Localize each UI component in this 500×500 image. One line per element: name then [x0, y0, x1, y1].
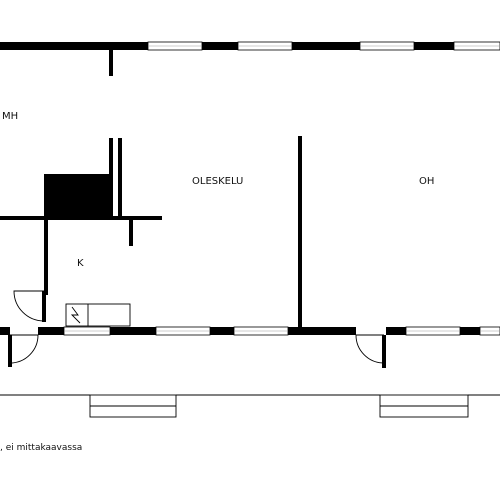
kitchen-stub	[129, 220, 133, 246]
door-terrace	[355, 334, 386, 368]
door-entrance	[8, 334, 39, 367]
kitchen-counter	[65, 303, 131, 327]
top-window	[359, 41, 415, 51]
top-window	[147, 41, 203, 51]
bottom-window	[155, 326, 211, 336]
partition-stub-top	[109, 50, 113, 76]
top-window	[453, 41, 500, 51]
terrace-steps	[89, 394, 177, 418]
bottom-window	[233, 326, 289, 336]
bottom-window	[405, 326, 461, 336]
top-exterior-wall	[0, 42, 454, 50]
scale-note: , ei mittakaavassa	[0, 443, 82, 453]
door-interior	[13, 290, 46, 322]
fireplace	[44, 174, 112, 220]
bottom-window	[479, 326, 500, 336]
bottom-window	[63, 326, 111, 336]
stove-icon	[70, 306, 81, 324]
top-window	[237, 41, 293, 51]
room-label-oleskelu: OLESKELU	[192, 176, 243, 187]
room-label-mh: MH	[2, 111, 18, 122]
wall-kitchen-side	[44, 220, 48, 295]
wall-oleskelu-oh	[298, 136, 302, 330]
room-label-k: K	[77, 258, 84, 269]
bottom-exterior-wall	[0, 327, 480, 335]
wall-segment-vertical	[118, 138, 122, 216]
terrace-steps	[379, 394, 469, 418]
room-label-oh: OH	[419, 176, 434, 187]
